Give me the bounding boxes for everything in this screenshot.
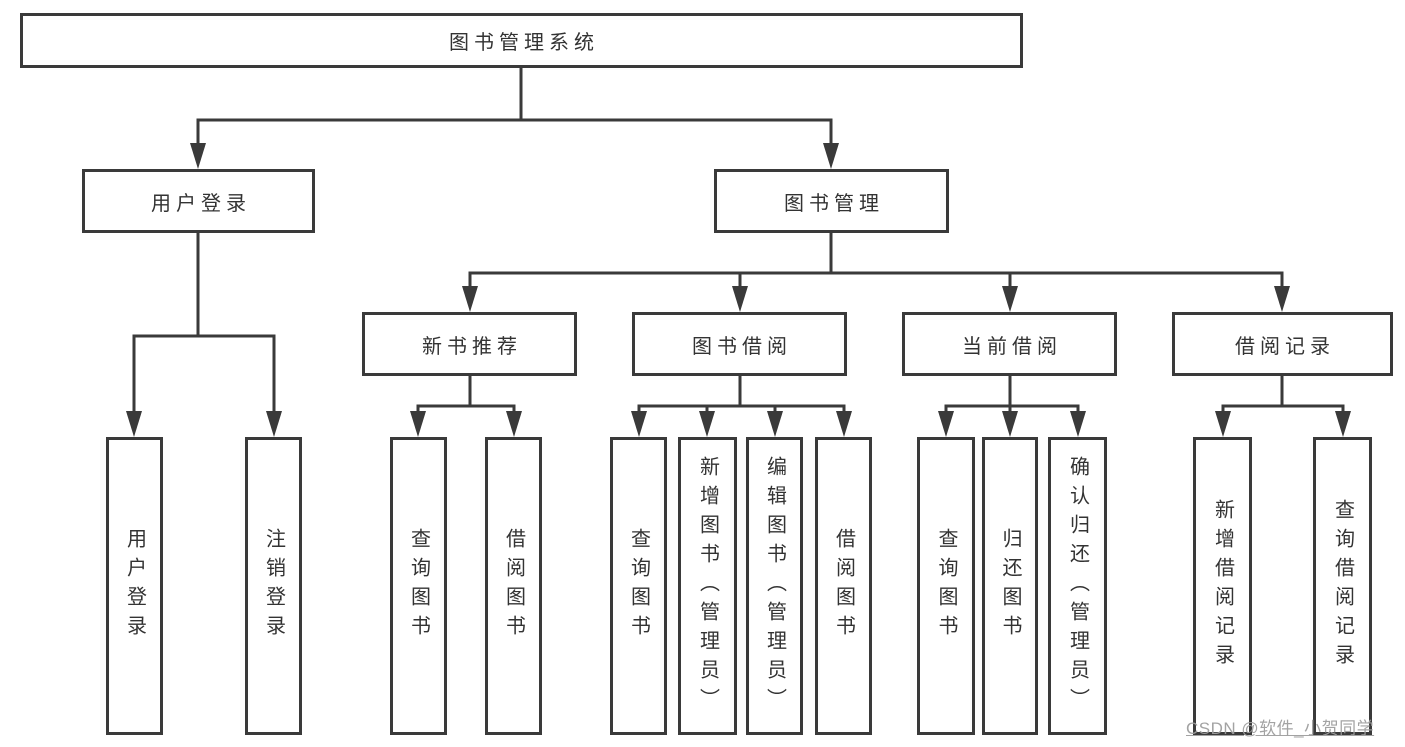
node-current-borrow: 当前借阅 xyxy=(902,312,1117,376)
leaf-add-borrow-record-label: 新增借阅记录 xyxy=(1211,499,1234,673)
node-new-book-recommend-label: 新书推荐 xyxy=(422,335,522,358)
node-user-login: 用户登录 xyxy=(82,169,315,233)
node-book-management: 图书管理 xyxy=(714,169,949,233)
leaf-query-books-borrow-label: 查询图书 xyxy=(627,528,650,644)
leaf-borrow-books-recommend: 借阅图书 xyxy=(485,437,542,735)
leaf-confirm-return-admin: 确认归还（管理员） xyxy=(1048,437,1107,735)
leaf-user-login: 用户登录 xyxy=(106,437,163,735)
leaf-query-books-current-label: 查询图书 xyxy=(935,528,957,644)
leaf-query-books-recommend-label: 查询图书 xyxy=(407,528,430,644)
leaf-logout: 注销登录 xyxy=(245,437,302,735)
node-library-system-label: 图书管理系统 xyxy=(449,32,599,54)
leaf-query-borrow-record: 查询借阅记录 xyxy=(1313,437,1372,735)
leaf-borrow-book-label: 借阅图书 xyxy=(832,528,855,644)
leaf-query-books-recommend: 查询图书 xyxy=(390,437,447,735)
leaf-add-book-admin-label: 新增图书（管理员） xyxy=(696,455,719,717)
leaf-borrow-books-recommend-label: 借阅图书 xyxy=(502,528,525,644)
leaf-confirm-return-admin-label: 确认归还（管理员） xyxy=(1066,455,1089,717)
leaf-edit-book-admin-label: 编辑图书（管理员） xyxy=(763,455,786,717)
node-book-borrow: 图书借阅 xyxy=(632,312,847,376)
leaf-edit-book-admin: 编辑图书（管理员） xyxy=(746,437,803,735)
leaf-add-borrow-record: 新增借阅记录 xyxy=(1193,437,1252,735)
node-user-login-label: 用户登录 xyxy=(151,192,251,215)
leaf-add-book-admin: 新增图书（管理员） xyxy=(678,437,737,735)
leaf-borrow-book: 借阅图书 xyxy=(815,437,872,735)
leaf-logout-label: 注销登录 xyxy=(262,528,285,644)
node-current-borrow-label: 当前借阅 xyxy=(962,335,1062,358)
node-book-borrow-label: 图书借阅 xyxy=(692,335,792,358)
csdn-watermark: CSDN @软件_小贺同学 xyxy=(1186,719,1375,738)
leaf-query-borrow-record-label: 查询借阅记录 xyxy=(1331,499,1354,673)
leaf-return-book-label: 归还图书 xyxy=(999,528,1021,644)
node-book-management-label: 图书管理 xyxy=(784,192,884,215)
leaf-query-books-current: 查询图书 xyxy=(917,437,975,735)
node-library-system: 图书管理系统 xyxy=(20,13,1023,68)
node-borrow-records-label: 借阅记录 xyxy=(1235,335,1335,358)
leaf-query-books-borrow: 查询图书 xyxy=(610,437,667,735)
arrowheads xyxy=(126,143,1351,437)
node-new-book-recommend: 新书推荐 xyxy=(362,312,577,376)
leaf-user-login-label: 用户登录 xyxy=(123,528,146,644)
node-borrow-records: 借阅记录 xyxy=(1172,312,1393,376)
leaf-return-book: 归还图书 xyxy=(982,437,1038,735)
